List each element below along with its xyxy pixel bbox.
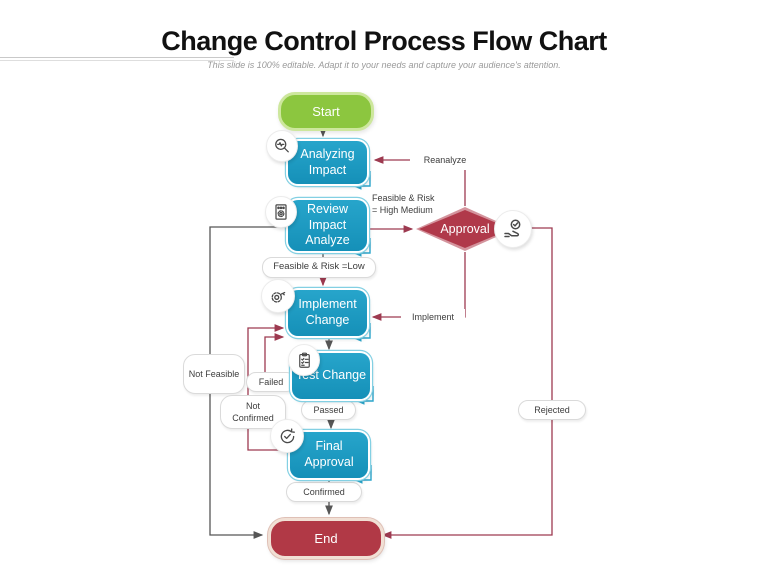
implement-change-badge <box>261 279 295 313</box>
refresh-check-icon <box>280 427 295 443</box>
node-label: Final Approval <box>304 439 354 469</box>
edge-label-reanalyze: Reanalyze <box>410 152 480 170</box>
edge-label-passed: Passed <box>301 400 356 420</box>
magnifier-pulse-icon <box>275 138 289 153</box>
node-analyzing-impact: Analyzing Impact <box>288 141 367 184</box>
slide-subtitle: This slide is 100% editable. Adapt it to… <box>207 60 561 70</box>
node-implement-change: Implement Change <box>288 290 367 336</box>
gears-icon <box>271 291 285 303</box>
final-approval-badge <box>270 419 304 453</box>
edge-label-not-feasible: Not Feasible <box>183 354 245 394</box>
node-label: Start <box>312 104 340 119</box>
edge-label-feasible-risk-low: Feasible & Risk =Low <box>262 257 376 278</box>
edge-label-rejected: Rejected <box>518 400 586 420</box>
node-label: Approval <box>440 222 490 236</box>
clipboard-checklist-icon <box>298 352 310 368</box>
node-label: Implement Change <box>298 297 357 327</box>
hand-approve-icon <box>504 219 521 238</box>
edge-label-feasible-risk-high: Feasible & Risk = High Medium <box>369 191 439 219</box>
report-gear-icon <box>275 204 287 220</box>
node-review-impact-analyze: Review Impact Analyze <box>288 200 367 251</box>
edge-label-not-confirmed: Not Confirmed <box>220 395 286 429</box>
node-end: End <box>268 518 384 559</box>
node-label: End <box>314 531 338 546</box>
edge-label-implement: Implement <box>401 309 465 327</box>
approval-badge <box>494 210 532 248</box>
edge-label-confirmed: Confirmed <box>286 482 362 502</box>
node-start: Start <box>278 92 374 131</box>
node-label: Review Impact Analyze <box>305 202 350 248</box>
node-label: Analyzing Impact <box>300 146 355 177</box>
edge-label-failed: Failed <box>246 372 296 392</box>
decorative-rule <box>0 57 234 61</box>
slide-title: Change Control Process Flow Chart <box>161 26 607 56</box>
test-change-badge <box>288 344 320 376</box>
analyzing-impact-badge <box>266 130 298 162</box>
review-impact-badge <box>265 196 297 228</box>
